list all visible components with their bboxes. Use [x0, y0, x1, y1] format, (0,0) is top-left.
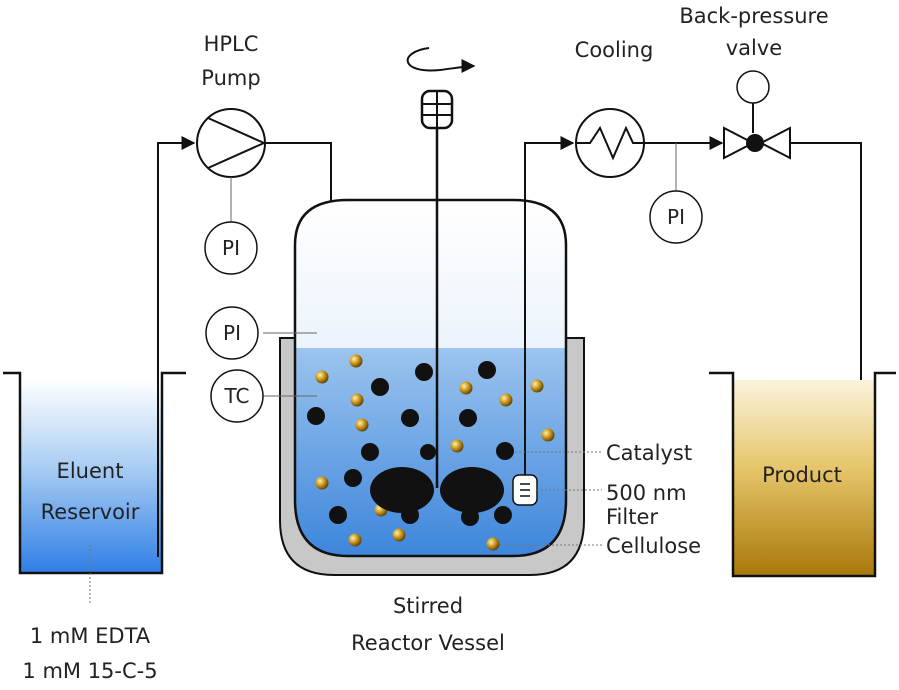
- eluent-contents-line-1: 1 mM EDTA: [30, 624, 151, 648]
- svg-text:PI: PI: [223, 321, 241, 345]
- reactor-temperature-controller: TC: [210, 369, 264, 423]
- reactor-label: Stirred: [393, 594, 463, 618]
- pump-symbol-icon: [196, 108, 266, 178]
- svg-text:TC: TC: [223, 384, 249, 408]
- cellulose-label: Cellulose: [606, 534, 701, 558]
- hplc-pump-label-2: Pump: [201, 66, 260, 90]
- filter-label: 500 nm: [606, 481, 687, 505]
- rotation-arrow-icon: [406, 47, 476, 74]
- eluent-contents-line-2: 1 mM 15-C-5: [22, 659, 157, 683]
- reactor-pressure-indicator: PI: [205, 306, 259, 360]
- stirrer-icon: [370, 89, 504, 513]
- svg-text:PI: PI: [222, 236, 240, 260]
- pump-pressure-indicator: PI: [204, 221, 258, 275]
- hplc-pump-label: HPLC: [204, 32, 259, 56]
- product-label: Product: [762, 463, 842, 487]
- valve-label: Back-pressure: [679, 4, 828, 28]
- valve-icon: [723, 70, 791, 160]
- eluent-reservoir: [3, 371, 186, 575]
- svg-text:PI: PI: [667, 205, 685, 229]
- heat-exchanger-icon: [575, 108, 645, 178]
- filter-icon: [512, 474, 538, 506]
- outlet-pressure-indicator: PI: [649, 190, 703, 244]
- eluent-reservoir-label-2: Reservoir: [41, 500, 140, 524]
- feed-line: [157, 136, 196, 557]
- eluent-reservoir-label: Eluent: [57, 459, 124, 483]
- reactor-outlet-line: [524, 136, 575, 475]
- valve-label-2: valve: [726, 36, 782, 60]
- reactor-label-2: Reactor Vessel: [351, 631, 505, 655]
- catalyst-label: Catalyst: [606, 441, 692, 465]
- cooling-label: Cooling: [575, 38, 654, 62]
- product-vessel: [709, 371, 896, 578]
- filter-label-2: Filter: [606, 505, 658, 529]
